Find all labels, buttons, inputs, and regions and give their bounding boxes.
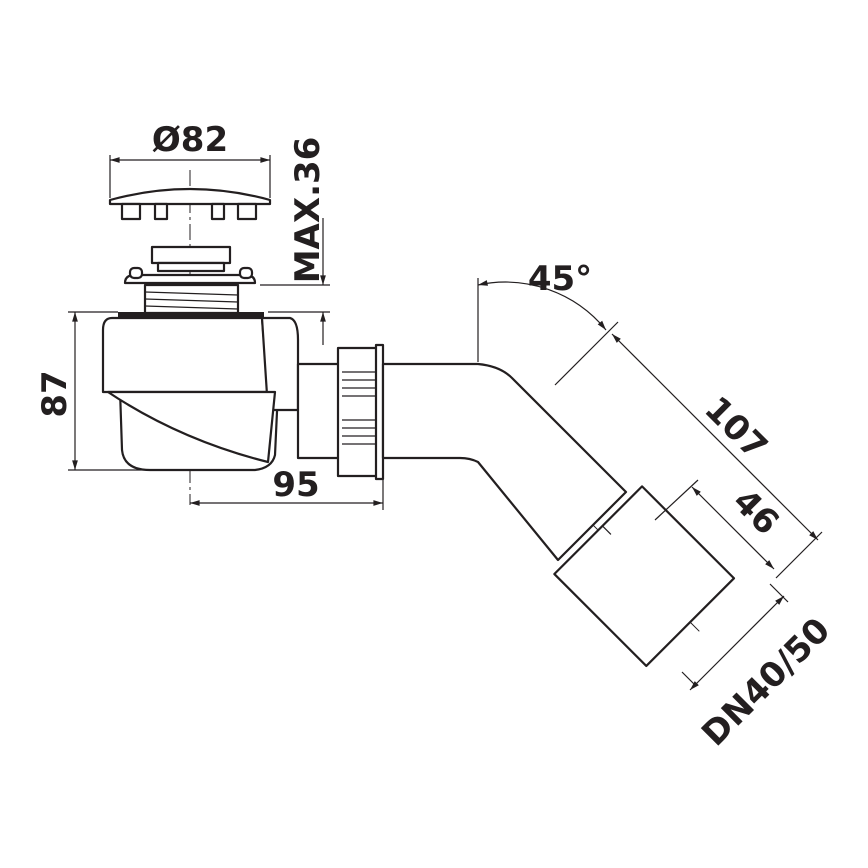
drain-plug-assembly <box>118 245 264 318</box>
label-max-thickness: MAX.36 <box>288 137 328 284</box>
label-cap-diameter: Ø82 <box>152 120 228 160</box>
trap-body <box>101 316 342 472</box>
label-outlet-size: DN40/50 <box>694 610 838 754</box>
label-height: 87 <box>35 370 75 417</box>
label-angle: 45° <box>528 259 592 299</box>
dimension-line-outlet-length <box>611 333 819 541</box>
label-horizontal-length: 95 <box>272 465 319 505</box>
label-sleeve-length: 46 <box>725 481 787 543</box>
union-nut <box>336 343 385 481</box>
dimension-arc-angle <box>477 280 607 331</box>
label-outlet-length: 107 <box>697 389 775 467</box>
outlet-pipe <box>381 362 628 562</box>
drain-cap <box>108 187 272 221</box>
dimension-line-sleeve-length <box>691 486 775 570</box>
dimension-line-outlet-size <box>689 595 785 691</box>
